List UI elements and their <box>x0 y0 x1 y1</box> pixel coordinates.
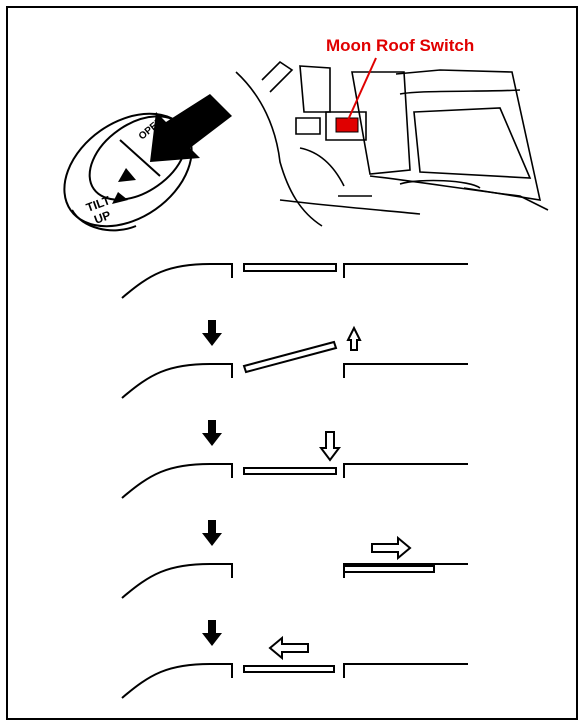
down-arrow-icon <box>202 320 222 346</box>
down-arrow-icon <box>202 520 222 546</box>
moon-roof-switch-callout: Moon Roof Switch <box>326 36 475 55</box>
step-tilt-down <box>121 420 469 499</box>
tilt-up-arrow-icon <box>346 325 362 351</box>
ceiling-illustration <box>235 60 549 227</box>
step-closed <box>121 263 469 299</box>
tilt-down-arrow-icon <box>319 431 341 462</box>
switch-highlight <box>335 117 359 133</box>
callout-leader-line <box>347 57 377 121</box>
slide-right-arrow-icon <box>371 535 412 561</box>
press-indicator-icon <box>150 94 232 162</box>
down-arrow-icon <box>202 620 222 646</box>
step-slide-close <box>121 620 469 699</box>
slide-left-arrow-icon <box>268 635 309 661</box>
step-slide-open <box>121 520 468 599</box>
svg-text:UP: UP <box>92 208 112 227</box>
down-arrow-icon <box>202 420 222 446</box>
step-tilt-up <box>121 320 469 399</box>
diagram-frame <box>6 6 578 720</box>
